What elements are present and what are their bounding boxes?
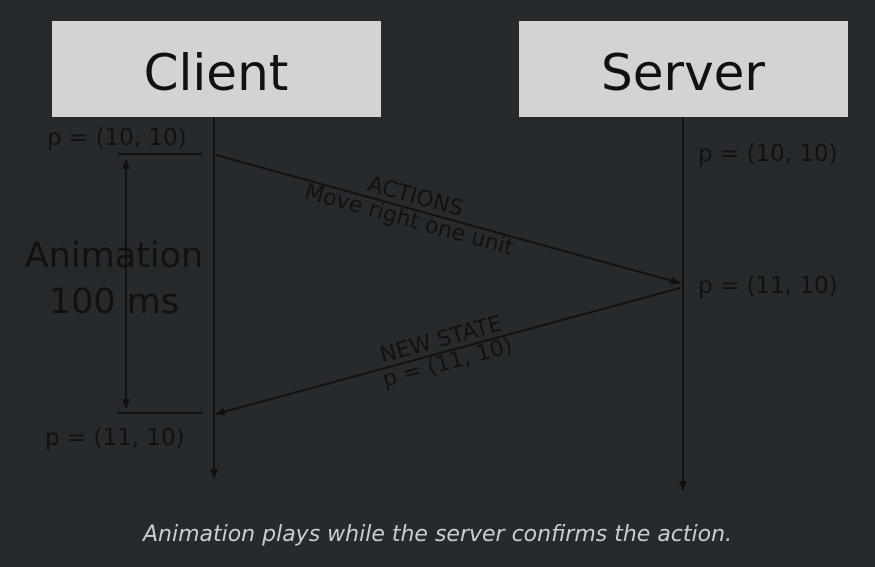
- client-box: [52, 21, 381, 117]
- figure-caption: Animation plays while the server confirm…: [142, 522, 733, 547]
- request-arrow: [215, 154, 681, 285]
- server-box: [519, 21, 848, 117]
- sequence-diagram: Client Server p = (10, 10) p = (11, 10) …: [25, 21, 848, 491]
- client-start-state: p = (10, 10): [47, 125, 187, 151]
- response-arrow: [215, 287, 681, 416]
- animation-label-line2: 100 ms: [49, 282, 179, 322]
- client-end-state: p = (11, 10): [45, 425, 185, 451]
- server-label: Server: [601, 44, 765, 102]
- client-label: Client: [144, 44, 289, 102]
- animation-label-line1: Animation: [25, 236, 203, 276]
- server-end-state: p = (11, 10): [698, 273, 838, 299]
- server-start-state: p = (10, 10): [698, 141, 838, 167]
